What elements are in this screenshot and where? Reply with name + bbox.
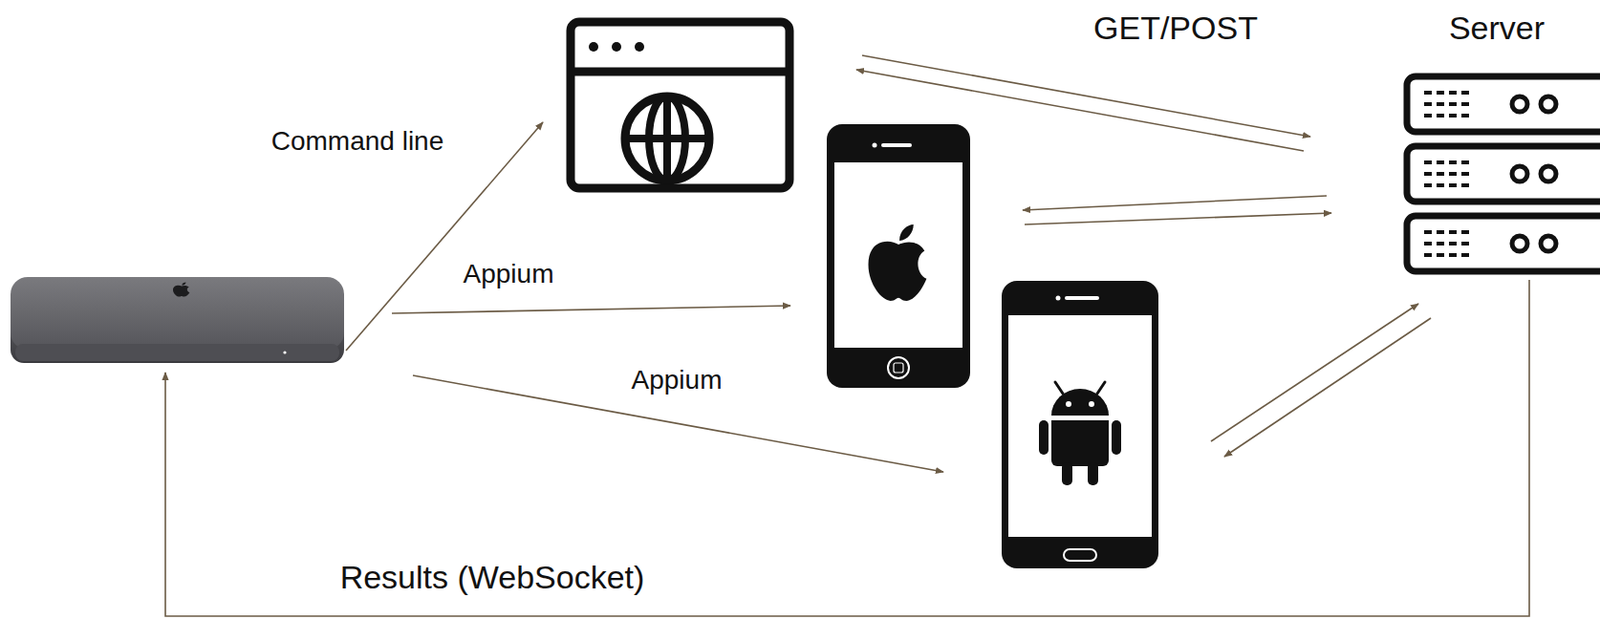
appium-label: Appium	[631, 366, 723, 396]
results-label: Results (WebSocket)	[340, 560, 646, 596]
command-line-label: Command line	[271, 127, 445, 157]
protocol-label: GET/POST	[1093, 10, 1258, 46]
node-text: Server	[1448, 10, 1545, 46]
android-phone-icon	[1001, 281, 1159, 569]
server-title: Server	[1448, 10, 1545, 46]
iphone-icon	[826, 124, 971, 389]
browser-icon	[570, 21, 790, 189]
arrows	[165, 55, 1530, 617]
appium-label: Appium	[463, 259, 555, 290]
server-icon	[1406, 76, 1600, 272]
mac-mini	[10, 277, 345, 364]
